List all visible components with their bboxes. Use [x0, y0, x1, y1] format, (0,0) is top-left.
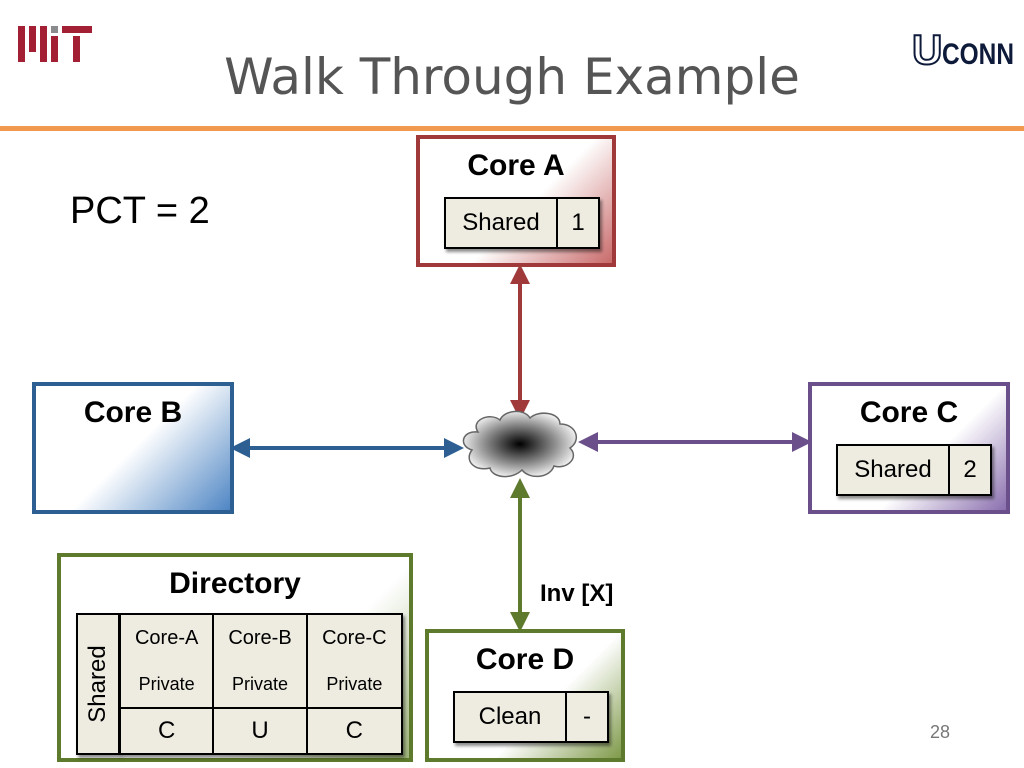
core-d-state: Clean — [455, 693, 567, 741]
directory-value-core-b: U — [214, 707, 308, 753]
svg-text:CONN: CONN — [942, 38, 1014, 71]
directory-sharers-table: Core-A Core-B Core-C Private Private Pri… — [119, 613, 403, 755]
directory-state: Shared — [84, 645, 111, 723]
directory-mode-core-b: Private — [214, 661, 308, 707]
core-d-label: Core D — [475, 643, 575, 676]
core-d-box: Core D Clean - — [425, 629, 625, 762]
core-c-cache-line: Shared 2 — [836, 444, 992, 496]
uconn-logo: U CONN — [911, 16, 1016, 74]
directory-value-core-a: C — [121, 707, 215, 753]
svg-text:U: U — [912, 26, 942, 72]
core-d-value: - — [583, 703, 591, 730]
core-a-label: Core A — [467, 149, 565, 182]
invalidate-message-label: Inv [X] — [540, 580, 614, 607]
core-a-cache-line: Shared 1 — [444, 197, 600, 249]
core-c-state: Shared — [838, 446, 950, 494]
core-b-label: Core B — [83, 396, 183, 429]
page-title: Walk Through Example — [224, 48, 800, 106]
mit-logo — [18, 26, 92, 62]
core-d-cache-line: Clean - — [453, 691, 609, 743]
directory-mode-core-c: Private — [326, 673, 383, 694]
core-c-box: Core C Shared 2 — [808, 382, 1010, 514]
core-c-value: 2 — [963, 456, 977, 483]
directory-column-core-b: Core-B — [214, 615, 308, 661]
core-a-state: Shared — [446, 199, 558, 247]
title-divider — [0, 126, 1024, 131]
directory-box: Directory Shared Core-A Core-B Core-C Pr… — [57, 553, 413, 762]
core-a-box: Core A Shared 1 — [416, 135, 616, 267]
directory-state-cell: Shared — [76, 613, 120, 755]
directory-column-core-c: Core-C — [322, 626, 387, 649]
directory-column-core-a: Core-A — [121, 615, 215, 661]
page-number: 28 — [930, 722, 951, 742]
directory-value-core-c: C — [307, 707, 401, 753]
core-b-box: Core B — [32, 382, 234, 514]
core-a-value: 1 — [571, 209, 585, 236]
pct-label: PCT = 2 — [70, 190, 210, 232]
core-c-label: Core C — [859, 396, 959, 429]
network-cloud-icon — [462, 410, 578, 478]
directory-label: Directory — [169, 567, 301, 600]
directory-mode-core-a: Private — [121, 661, 215, 707]
